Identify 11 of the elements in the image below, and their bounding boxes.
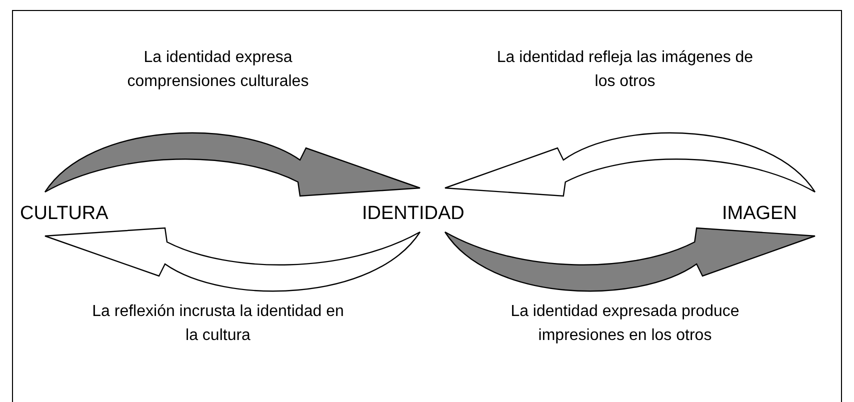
edge-label: La identidad expresada produce impresiones en los otros bbox=[510, 302, 740, 346]
curved-arrow bbox=[444, 132, 816, 197]
edge-label: La reflexión incrusta la identidad en la cultura bbox=[91, 302, 345, 346]
concept-label: IMAGEN bbox=[722, 202, 797, 226]
curved-arrow bbox=[44, 132, 421, 197]
curved-arrow bbox=[44, 227, 421, 292]
edge-label: La identidad expresa comprensiones culturales bbox=[126, 48, 310, 92]
concept-label: IDENTIDAD bbox=[362, 202, 464, 226]
edge-label: La identidad refleja las imágenes de los otros bbox=[496, 48, 754, 92]
concept-label: CULTURA bbox=[20, 202, 108, 226]
curved-arrow bbox=[444, 227, 816, 292]
